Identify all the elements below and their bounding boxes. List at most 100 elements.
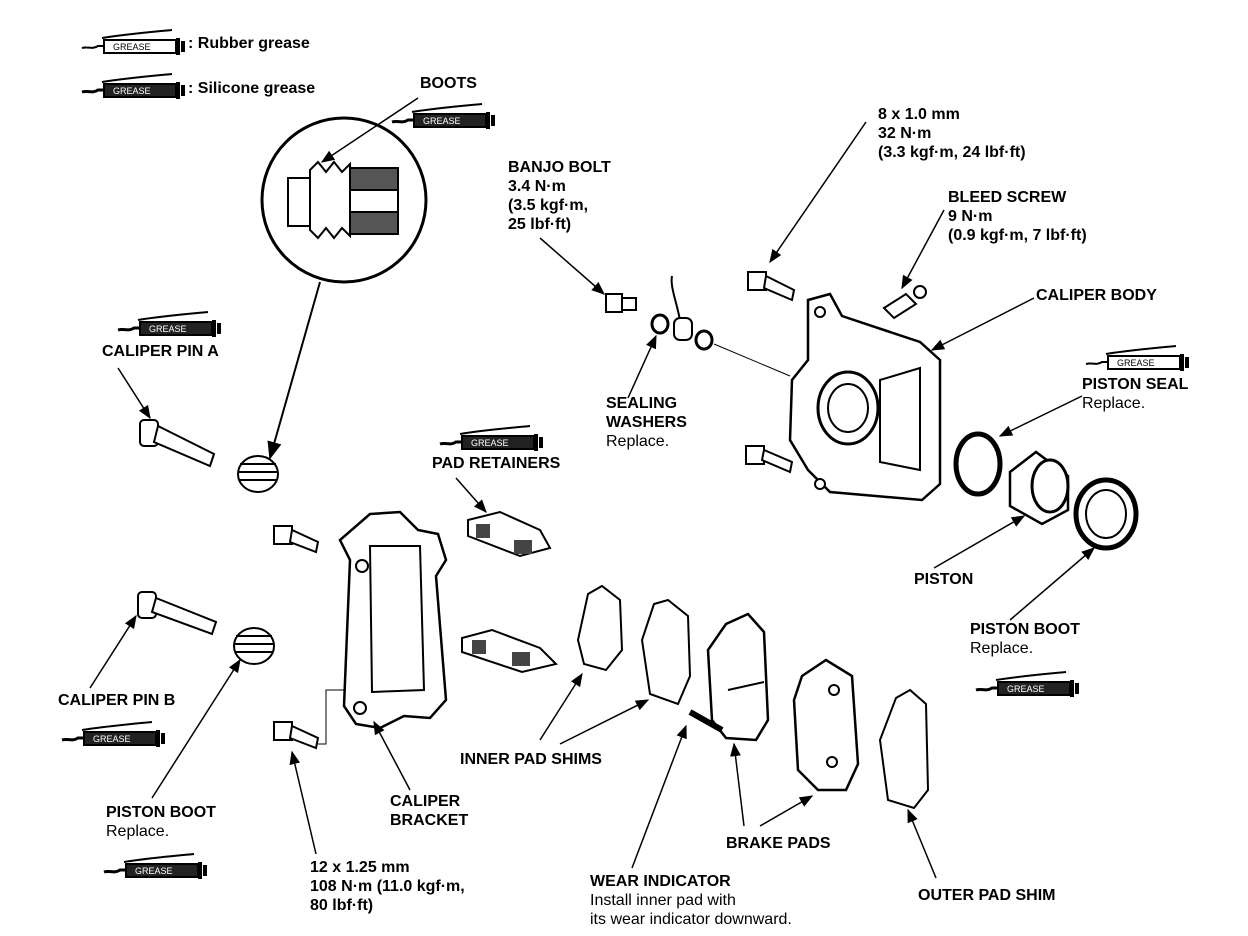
bracket-bolt-top-part bbox=[273, 525, 320, 554]
bleed-screw-torque: 9 N·m bbox=[948, 208, 993, 225]
bracket-bolt-spec-label: 12 x 1.25 mm 108 N·m (11.0 kgf·m, 80 lbf… bbox=[310, 858, 465, 915]
caliper-bracket-label: CALIPER BRACKET bbox=[390, 792, 468, 830]
rubber-grease-icon: GREASE bbox=[1085, 345, 1190, 372]
banjo-bolt-torque-kgf: (3.5 kgf·m, bbox=[508, 197, 589, 214]
legend-rubber-grease: : Rubber grease bbox=[188, 34, 310, 53]
leader-line bbox=[559, 699, 650, 745]
bracket-bolt-bottom-part bbox=[273, 721, 320, 750]
pin-boot-a-part bbox=[237, 455, 279, 493]
caliper-bolt-torque-alt: (3.3 kgf·m, 24 lbf·ft) bbox=[878, 144, 1026, 161]
bracket-bolt-size: 12 x 1.25 mm bbox=[310, 859, 410, 876]
silicone-grease-icon: GREASE bbox=[438, 424, 545, 453]
caliper-pin-b-label: CALIPER PIN B bbox=[58, 692, 176, 709]
bleed-screw-title: BLEED SCREW bbox=[948, 189, 1067, 206]
pad-retainers-label: PAD RETAINERS bbox=[432, 455, 561, 472]
caliper-bracket-title-2: BRACKET bbox=[390, 812, 469, 829]
grease-tag-label: GREASE bbox=[113, 86, 151, 96]
leader-line bbox=[320, 97, 419, 163]
piston-boot-right-label: PISTON BOOT Replace. bbox=[970, 620, 1080, 658]
piston-boot-left-title: PISTON BOOT bbox=[106, 804, 216, 821]
leader-line bbox=[1009, 547, 1096, 621]
caliper-bolt-torque: 32 N·m bbox=[878, 125, 932, 142]
grease-tag-label: GREASE bbox=[135, 866, 173, 876]
piston-seal-note: Replace. bbox=[1082, 395, 1146, 412]
legend-silicone-label: Silicone grease bbox=[197, 80, 316, 97]
bracket-bolt-torque: 108 N·m (11.0 kgf·m, bbox=[310, 878, 465, 895]
grease-tag-label: GREASE bbox=[93, 734, 131, 744]
banjo-bolt-torque: 3.4 N·m bbox=[508, 178, 566, 195]
leader-line bbox=[730, 742, 745, 827]
caliper-bolt-bottom-part bbox=[745, 445, 794, 474]
banjo-bolt-part bbox=[605, 293, 637, 313]
pin-boot-b-part bbox=[233, 627, 275, 665]
grease-tag-label: GREASE bbox=[149, 324, 187, 334]
sealing-washers-title-2: WASHERS bbox=[606, 414, 687, 431]
inner-pad-shim-2-part bbox=[640, 598, 692, 706]
grease-tag-label: GREASE bbox=[471, 438, 509, 448]
legend-rubber-label: Rubber grease bbox=[197, 35, 310, 52]
legend-separator: : bbox=[188, 80, 194, 97]
leader-line bbox=[769, 121, 867, 264]
inner-pad-shims-label: INNER PAD SHIMS bbox=[460, 751, 602, 768]
legend-silicone-grease: : Silicone grease bbox=[188, 79, 315, 98]
outer-pad-shim-label: OUTER PAD SHIM bbox=[918, 887, 1056, 904]
bleed-screw-torque-alt: (0.9 kgf·m, 7 lbf·ft) bbox=[948, 227, 1087, 244]
boots-label: BOOTS bbox=[420, 75, 477, 92]
piston-seal-title: PISTON SEAL bbox=[1082, 376, 1189, 393]
piston-boot-left-note: Replace. bbox=[106, 823, 170, 840]
wear-indicator-label: WEAR INDICATOR Install inner pad with it… bbox=[590, 872, 792, 929]
wear-indicator-title: WEAR INDICATOR bbox=[590, 873, 731, 890]
grease-tag-label: GREASE bbox=[423, 116, 461, 126]
piston-label: PISTON bbox=[914, 571, 974, 588]
silicone-grease-icon: GREASE bbox=[102, 852, 209, 881]
leader-line bbox=[455, 477, 487, 514]
banjo-bolt-label: BANJO BOLT 3.4 N·m (3.5 kgf·m, 25 lbf·ft… bbox=[508, 158, 611, 234]
caliper-body-part bbox=[788, 292, 942, 502]
leader-line bbox=[539, 237, 606, 295]
leader-line bbox=[373, 720, 411, 791]
caliper-body-label: CALIPER BODY bbox=[1036, 287, 1157, 304]
caliper-bracket-part bbox=[338, 510, 448, 730]
legend-separator: : bbox=[188, 35, 194, 52]
inner-pad-shim-1-part bbox=[576, 584, 624, 672]
leader-line bbox=[930, 297, 1035, 351]
piston-seal-part bbox=[953, 431, 1003, 497]
sealing-washers-title-1: SEALING bbox=[606, 395, 678, 412]
outer-brake-pad-part bbox=[792, 658, 860, 792]
pad-retainer-lower-part bbox=[461, 628, 558, 674]
boots-detail-circle bbox=[260, 116, 428, 284]
leader-line bbox=[631, 724, 687, 869]
grease-tag-label: GREASE bbox=[1007, 684, 1045, 694]
rubber-grease-icon: GREASE bbox=[81, 29, 186, 56]
leader-line bbox=[627, 334, 657, 399]
silicone-grease-icon: GREASE bbox=[60, 720, 167, 749]
leader-line bbox=[289, 750, 317, 855]
piston-part bbox=[1008, 450, 1070, 526]
piston-seal-label: PISTON SEAL Replace. bbox=[1082, 375, 1188, 413]
sealing-washers-part bbox=[650, 275, 714, 351]
piston-boot-left-label: PISTON BOOT Replace. bbox=[106, 803, 216, 841]
leader-line bbox=[998, 395, 1083, 437]
leader-line bbox=[539, 672, 583, 741]
grease-tag-label: GREASE bbox=[1117, 358, 1155, 368]
inner-brake-pad-part bbox=[688, 612, 770, 742]
silicone-grease-icon: GREASE bbox=[116, 310, 223, 339]
caliper-bolt-spec-label: 8 x 1.0 mm 32 N·m (3.3 kgf·m, 24 lbf·ft) bbox=[878, 105, 1026, 162]
caliper-bolt-top-part bbox=[747, 271, 796, 302]
piston-boot-right-note: Replace. bbox=[970, 640, 1034, 657]
brake-pads-label: BRAKE PADS bbox=[726, 835, 831, 852]
sealing-washers-note: Replace. bbox=[606, 433, 670, 450]
silicone-grease-icon: GREASE bbox=[80, 72, 187, 101]
piston-boot-right-part bbox=[1073, 477, 1139, 551]
bracket-bolt-torque-lbf: 80 lbf·ft) bbox=[310, 897, 374, 914]
leader-line bbox=[759, 795, 814, 827]
banjo-bolt-torque-lbf: 25 lbf·ft) bbox=[508, 216, 572, 233]
leader-line bbox=[151, 658, 241, 799]
caliper-bolt-size: 8 x 1.0 mm bbox=[878, 106, 960, 123]
grease-tag-label: GREASE bbox=[113, 42, 151, 52]
leader-line bbox=[117, 367, 151, 420]
leader-line bbox=[933, 515, 1026, 569]
piston-boot-right-title: PISTON BOOT bbox=[970, 621, 1080, 638]
leader-line bbox=[713, 343, 791, 377]
